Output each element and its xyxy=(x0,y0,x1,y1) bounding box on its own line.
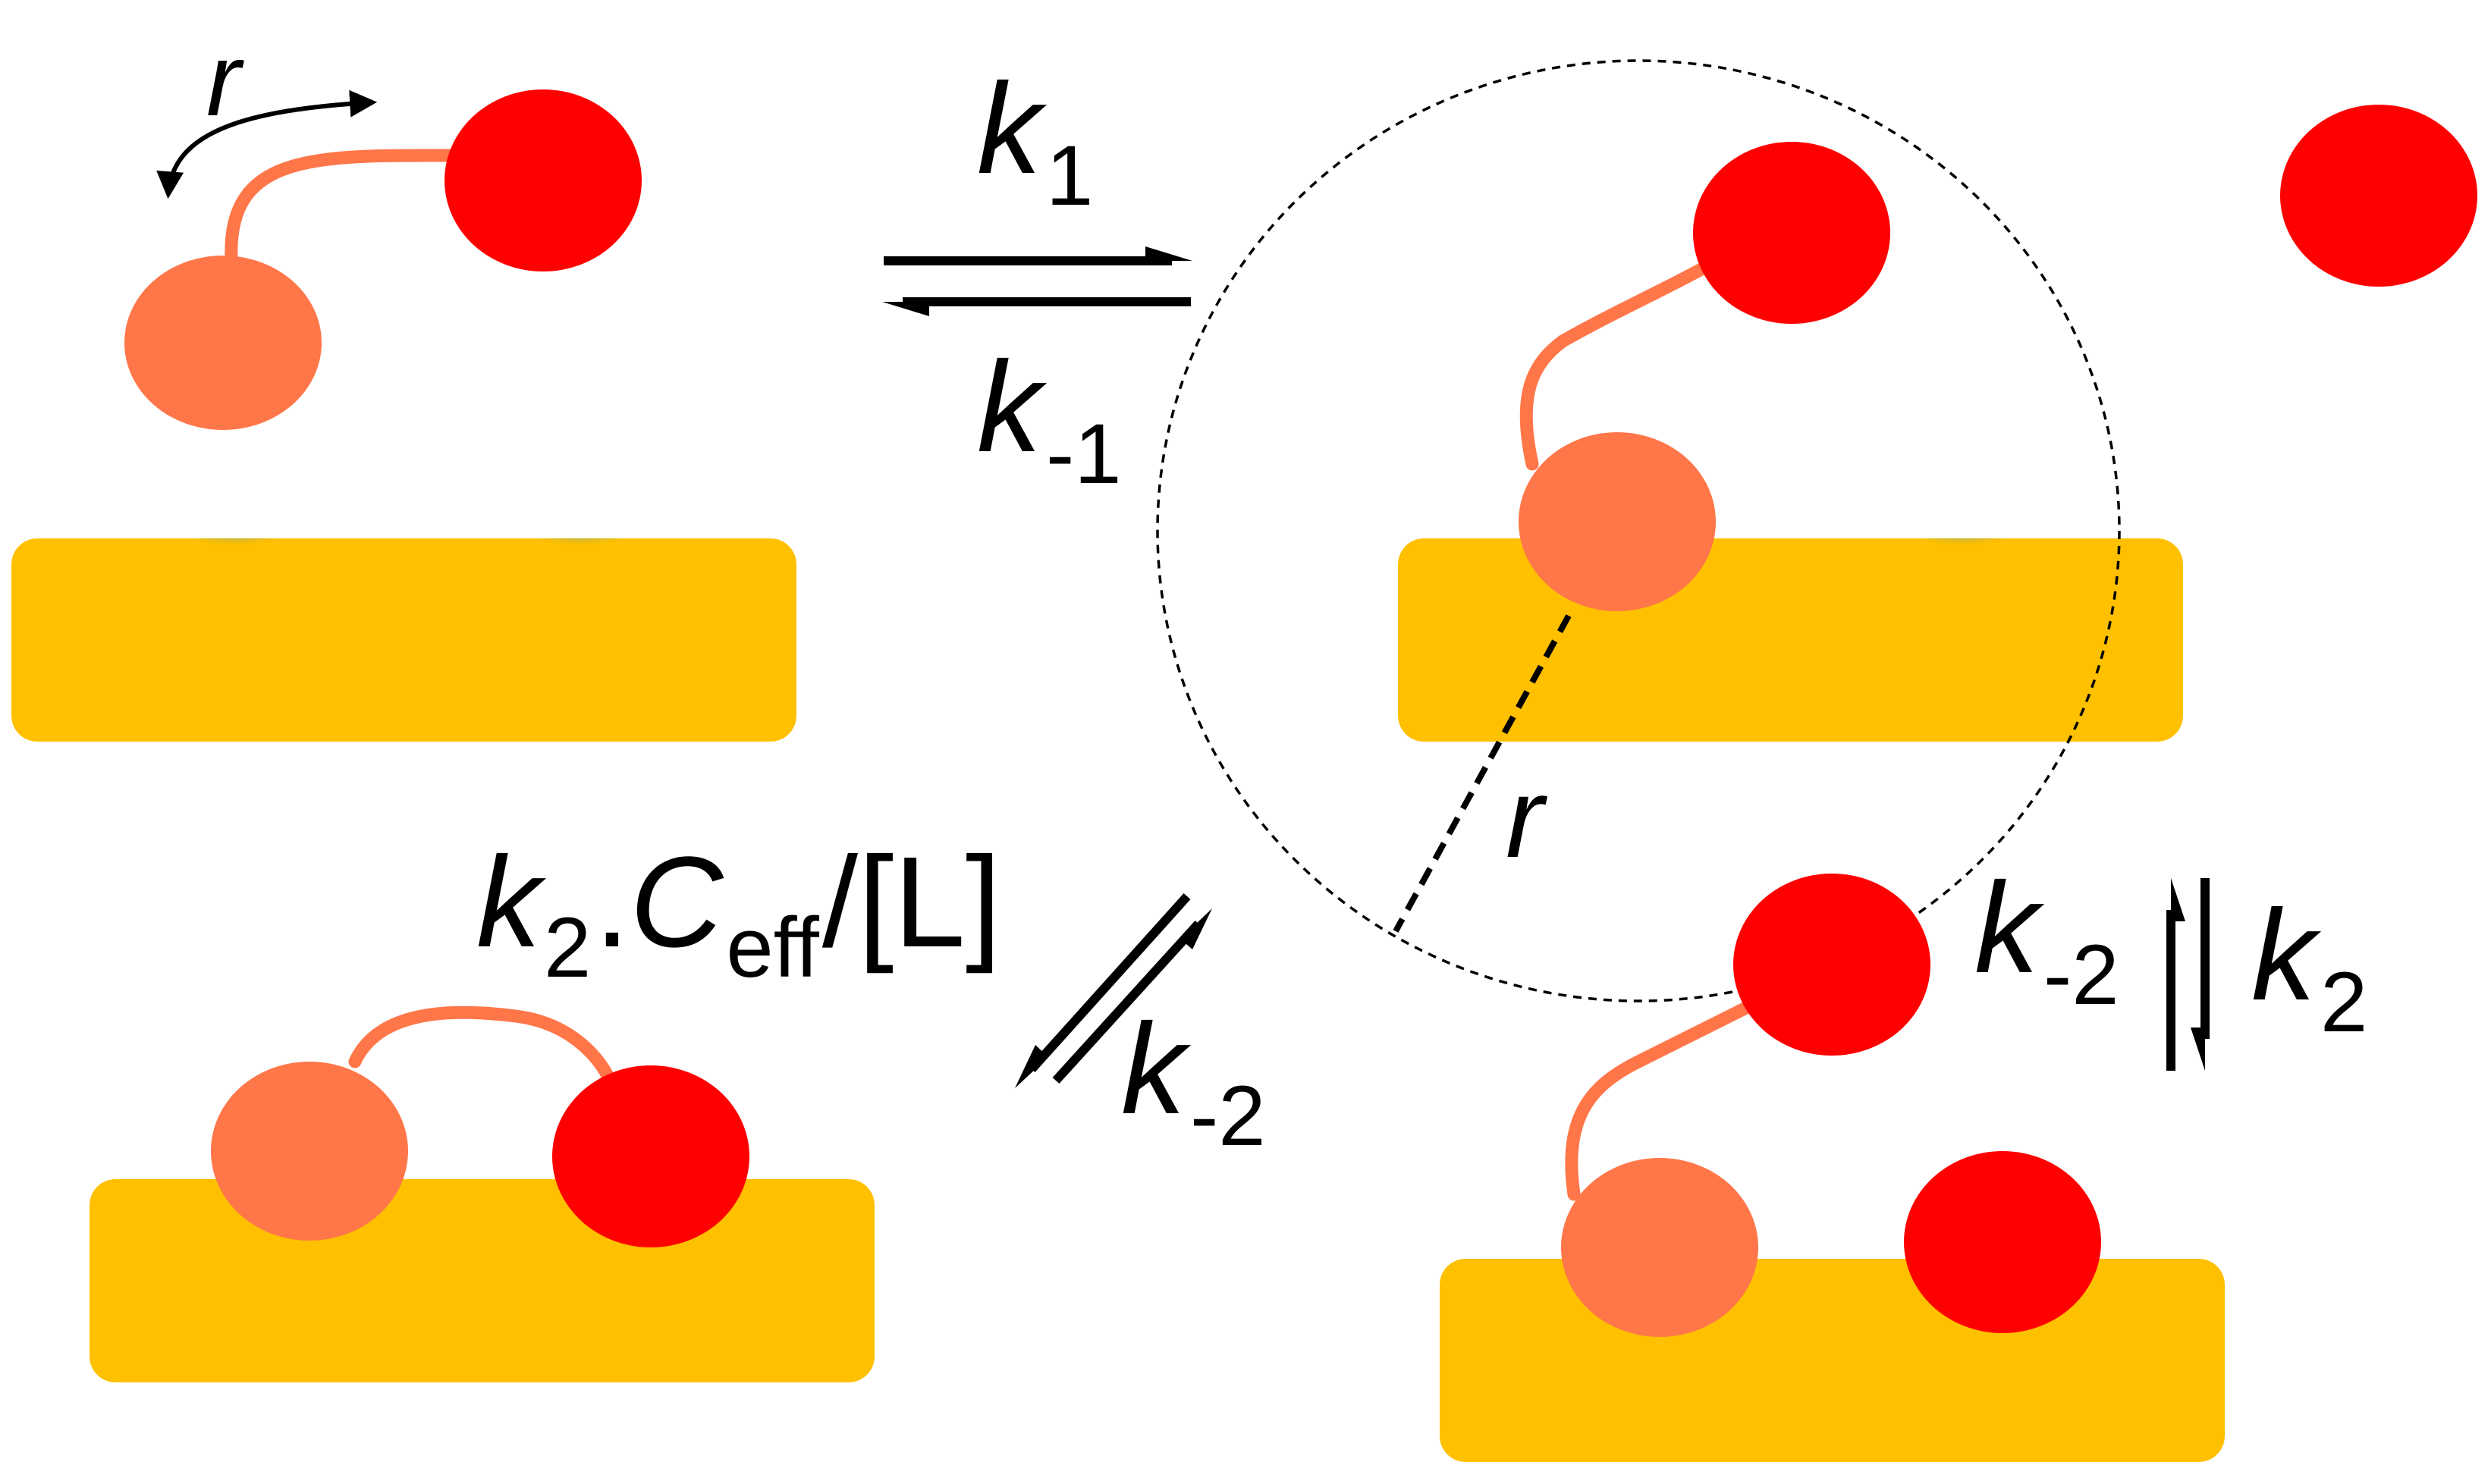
rotation-arrow xyxy=(156,89,378,199)
binding-pocket xyxy=(1845,538,2081,623)
receptor-surface xyxy=(90,1179,875,1382)
anchor-bead xyxy=(124,256,322,430)
reverse-arrow-head xyxy=(882,302,929,316)
association-arrow-head xyxy=(2191,1028,2205,1071)
ring-opening-arrow-head xyxy=(1180,908,1212,949)
k1-equilibrium: k1 k-1 xyxy=(882,57,1192,501)
k2-ceff-equilibrium: k2.Ceff/[L] k-2 xyxy=(476,830,1266,1163)
receptor-surface xyxy=(11,538,796,742)
tether-linker xyxy=(1565,979,1797,1201)
anchor-bead-bound xyxy=(211,1062,408,1241)
panel-bivalent-bound xyxy=(90,1006,875,1382)
binding-pocket xyxy=(118,538,353,623)
ring-closure-arrow-head xyxy=(1015,1045,1048,1088)
ring-closure-arrow-shaft xyxy=(1028,893,1191,1073)
k2-ceff-label: k2.Ceff/[L] xyxy=(476,830,1001,995)
receptor-surface xyxy=(1440,1259,2225,1462)
anchor-bead-bound xyxy=(1561,1158,1758,1337)
tether-linker xyxy=(225,149,462,265)
tether-linker xyxy=(1519,251,1729,471)
forward-arrow-head xyxy=(1145,246,1192,261)
receptor-surface xyxy=(1398,538,2183,742)
binding-pocket xyxy=(463,538,698,623)
tether-linker xyxy=(348,1006,621,1099)
ligand-bead xyxy=(1693,142,1890,324)
k1-label: k1 xyxy=(977,57,1093,223)
free-competitor-ligand xyxy=(2280,105,2477,287)
anchor-bead-bound xyxy=(1519,432,1716,611)
k-minus1-label: k-1 xyxy=(977,335,1122,501)
ring-opening-arrow-shaft xyxy=(1052,920,1202,1084)
ligand-bead xyxy=(444,89,642,271)
panel-free-ligand: r xyxy=(11,22,796,742)
k-minus2-diagonal-label: k-2 xyxy=(1121,997,1266,1163)
capture-radius-line xyxy=(1393,614,1572,933)
k2-vertical-label: k2 xyxy=(2251,883,2367,1049)
ligand-bead-bound xyxy=(552,1065,749,1247)
panel-competitor-bound xyxy=(1440,874,2225,1462)
k2-intermolecular-equilibrium: k-2 k2 xyxy=(1974,856,2367,1071)
dissociation-arrow-head xyxy=(2171,878,2185,921)
competitor-ligand-bound xyxy=(1904,1151,2101,1333)
k-minus2-vertical-label: k-2 xyxy=(1974,856,2119,1022)
dangling-ligand-bead xyxy=(1733,874,1930,1056)
capture-volume-circle xyxy=(1156,59,2121,1002)
capture-radius-label: r xyxy=(1506,754,1547,881)
panel-monovalent-bound: r xyxy=(1156,59,2183,1002)
tether-length-label: r xyxy=(206,22,244,137)
